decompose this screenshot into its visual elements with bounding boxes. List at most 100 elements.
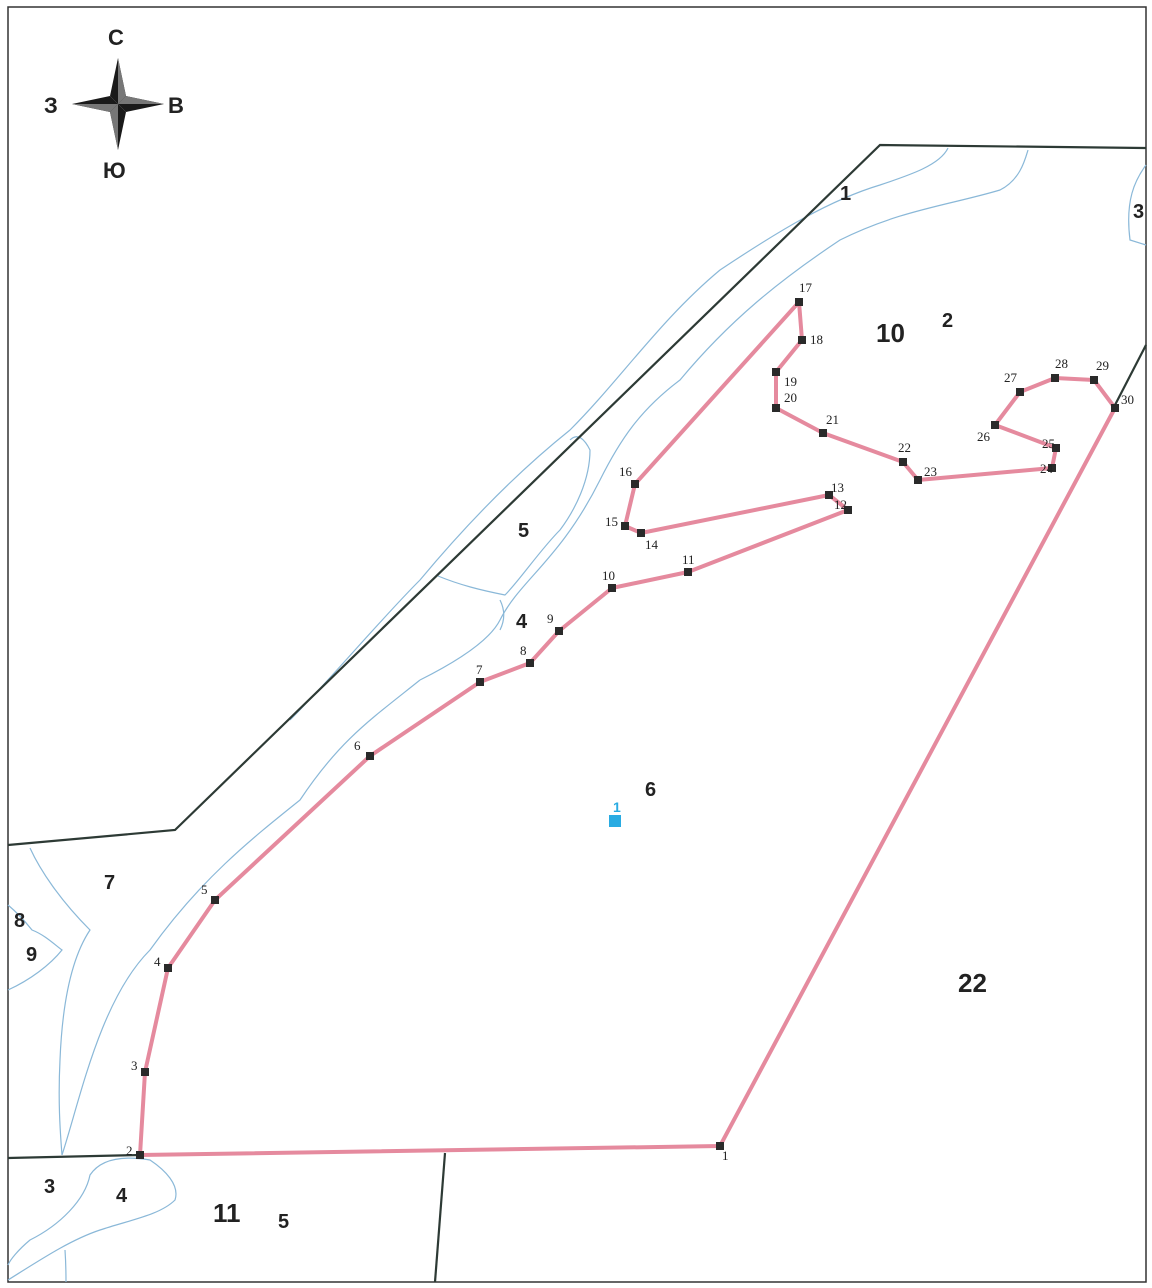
parcel-label-22: 22 — [958, 968, 987, 998]
boundary-vertex — [621, 522, 629, 530]
parcel-label-11: 11 — [213, 1198, 241, 1228]
vertex-label: 13 — [831, 480, 844, 495]
parcel-label-9: 9 — [26, 944, 37, 966]
boundary-vertex — [772, 368, 780, 376]
parcel-label-3-bottom: 3 — [44, 1176, 55, 1198]
parcel-label-8: 8 — [14, 910, 25, 932]
vertex-label: 6 — [354, 738, 361, 753]
vertex-label: 25 — [1042, 436, 1055, 451]
parcel-label-5-bottom: 5 — [278, 1211, 289, 1233]
parcel-label-6: 6 — [645, 779, 656, 801]
boundary-vertex — [716, 1142, 724, 1150]
parcel-label-10: 10 — [876, 318, 905, 348]
compass-west: З — [44, 93, 58, 118]
boundary-vertex — [631, 480, 639, 488]
compass-north: С — [108, 25, 124, 50]
vertex-label: 9 — [547, 611, 554, 626]
vertex-label: 12 — [834, 497, 847, 512]
contour-line — [7, 904, 63, 991]
compass-south-arm-light — [110, 104, 118, 150]
boundary-vertex — [772, 404, 780, 412]
vertex-label: 14 — [645, 537, 659, 552]
boundary-vertex — [1111, 404, 1119, 412]
boundary-vertex — [608, 584, 616, 592]
parcel-boundary — [1114, 344, 1147, 406]
boundary-vertex — [819, 429, 827, 437]
contour-line — [499, 599, 505, 631]
compass-south: Ю — [103, 158, 126, 183]
contour-line — [64, 1249, 67, 1283]
parcel-label-1: 1 — [840, 183, 851, 205]
vertex-label: 18 — [810, 332, 823, 347]
contour-line — [419, 149, 1029, 681]
vertex-label: 26 — [977, 429, 991, 444]
contour-line — [1128, 164, 1147, 246]
contour-lines — [7, 147, 1147, 1283]
boundary-vertex — [795, 298, 803, 306]
boundary-vertex — [366, 752, 374, 760]
boundary-vertex — [1051, 374, 1059, 382]
marker-label: 1 — [613, 799, 621, 815]
vertex-label: 4 — [154, 954, 161, 969]
boundary-vertex — [914, 476, 922, 484]
compass-rose: С Ю З В — [44, 25, 184, 183]
vertex-label: 24 — [1040, 461, 1054, 476]
vertex-label: 7 — [476, 662, 483, 677]
vertex-label: 8 — [520, 643, 527, 658]
contour-line — [437, 436, 591, 596]
vertex-label: 27 — [1004, 370, 1018, 385]
vertex-label: 17 — [799, 280, 813, 295]
boundary-vertex — [211, 896, 219, 904]
boundary-vertex — [164, 964, 172, 972]
parcel-label-4-bottom: 4 — [116, 1185, 128, 1207]
vertex-label: 5 — [201, 882, 208, 897]
parcel-boundary — [433, 1152, 447, 1283]
vertex-label: 19 — [784, 374, 797, 389]
boundary-vertex — [476, 678, 484, 686]
parcel-label-7: 7 — [104, 872, 115, 894]
map-frame — [7, 6, 1147, 1283]
vertex-label: 22 — [898, 440, 911, 455]
vertex-label: 3 — [131, 1058, 138, 1073]
boundary-vertex — [136, 1151, 144, 1159]
contour-line — [61, 679, 421, 1156]
boundary-vertex — [991, 421, 999, 429]
vertex-label: 23 — [924, 464, 937, 479]
boundary-vertex — [637, 529, 645, 537]
boundary-vertex — [899, 458, 907, 466]
vertex-label: 20 — [784, 390, 797, 405]
point-marker: 1 — [609, 799, 621, 827]
boundary-vertex — [684, 568, 692, 576]
parcel-boundary — [7, 143, 1147, 847]
vertex-label: 10 — [602, 568, 615, 583]
parcel-boundaries — [7, 143, 1147, 1283]
parcel-labels: 1 2 3 10 5 4 6 7 8 9 22 3 4 11 5 — [14, 183, 1144, 1233]
parcel-label-2: 2 — [942, 310, 953, 332]
boundary-vertex — [526, 659, 534, 667]
contour-line — [7, 1157, 177, 1281]
vertex-label: 29 — [1096, 358, 1109, 373]
boundary-vertex — [555, 627, 563, 635]
compass-east-arm-light — [118, 96, 164, 104]
contour-line — [289, 147, 949, 721]
vertex-label: 30 — [1121, 392, 1134, 407]
vertex-label: 1 — [722, 1148, 729, 1163]
boundary-vertex — [825, 491, 833, 499]
marker-square — [609, 815, 621, 827]
boundary-vertex — [1048, 464, 1056, 472]
boundary-vertex — [798, 336, 806, 344]
parcel-label-4: 4 — [516, 611, 528, 633]
boundary-vertex — [141, 1068, 149, 1076]
target-parcel-boundary — [138, 300, 1117, 1157]
vertex-label: 11 — [682, 552, 695, 567]
parcel-label-5: 5 — [518, 520, 529, 542]
boundary-vertex — [844, 506, 852, 514]
vertex-label: 21 — [826, 412, 839, 427]
vertex-label: 2 — [126, 1143, 133, 1158]
parcel-label-3-right: 3 — [1133, 201, 1144, 223]
boundary-vertex — [1090, 376, 1098, 384]
vertex-label: 28 — [1055, 356, 1068, 371]
vertex-label: 15 — [605, 514, 618, 529]
